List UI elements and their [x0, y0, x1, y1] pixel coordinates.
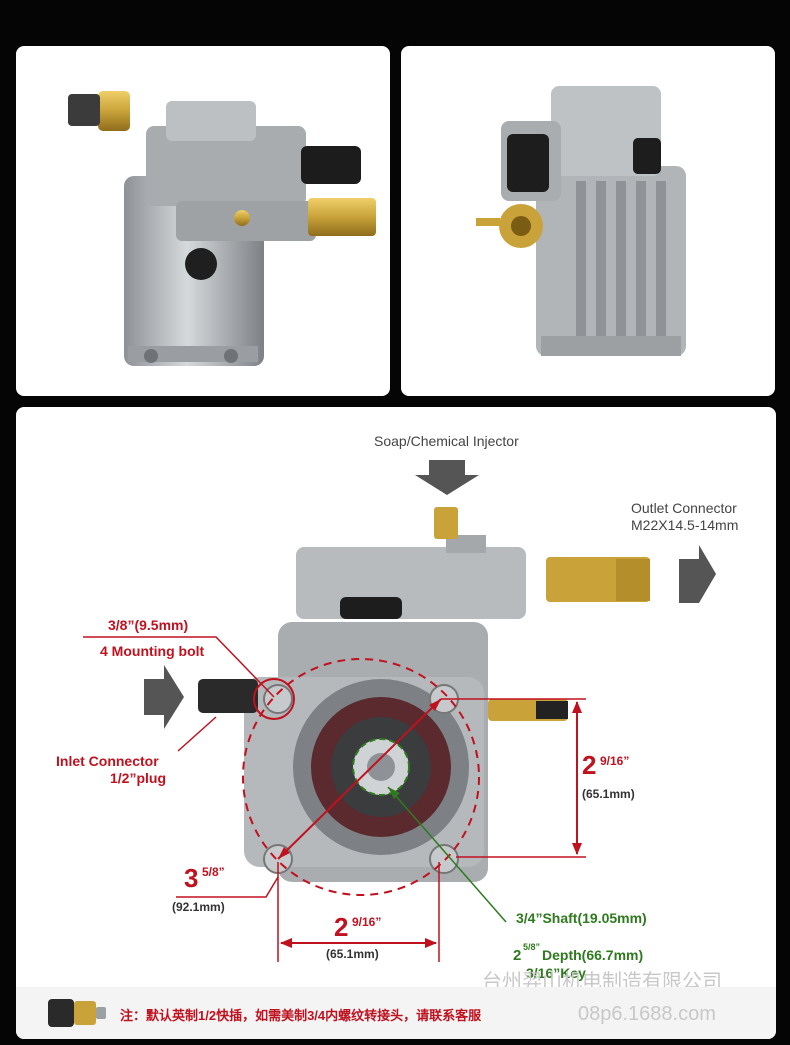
note-bar [16, 987, 776, 1039]
depth-dimension-fraction: 5/8” [523, 942, 541, 952]
height-dimension-mm: (65.1mm) [582, 787, 635, 801]
pump-photo-rear [401, 46, 775, 396]
key-label: 3/16”Key [526, 965, 586, 981]
bolt-size-label: 3/8”(9.5mm) [108, 617, 189, 633]
outlet-connector-title: Outlet Connector [631, 500, 737, 516]
height-dimension-fraction: 9/16” [600, 754, 630, 768]
diagonal-dimension-fraction: 5/8” [202, 865, 225, 879]
inlet-arrow-icon [144, 665, 184, 729]
outlet-arrow-icon [679, 545, 716, 603]
outlet-connector-size: M22X14.5-14mm [631, 517, 739, 533]
depth-dimension-whole: 2 [513, 947, 522, 964]
width-dimension-fraction: 9/16” [352, 915, 382, 929]
diagonal-dimension-whole: 3 [184, 863, 199, 893]
pump-front-illustration [83, 460, 716, 962]
pump-rear-illustration [476, 86, 686, 356]
soap-injector-label: Soap/Chemical Injector [374, 433, 519, 449]
width-dimension-mm: (65.1mm) [326, 947, 379, 961]
height-dimension-whole: 2 [582, 750, 597, 780]
inlet-connector-title: Inlet Connector [56, 753, 159, 769]
pump-photo-side [16, 46, 390, 396]
diagonal-dimension-mm: (92.1mm) [172, 900, 225, 914]
inlet-connector-size: 1/2”plug [110, 770, 167, 786]
width-dimension-whole: 2 [334, 912, 349, 942]
url-watermark: 08p6.1688.com [578, 1003, 716, 1025]
quick-connector-icon [48, 999, 106, 1027]
mounting-bolt-label: 4 Mounting bolt [100, 643, 205, 659]
shaft-label: 3/4”Shaft(19.05mm) [516, 910, 647, 926]
dimension-diagram: Soap/Chemical Injector Outlet Connector … [16, 407, 776, 1039]
adapter-note: 注：默认英制1/2快插，如需美制3/4内螺纹转接头，请联系客服 [120, 1008, 482, 1023]
soap-arrow-icon [415, 460, 479, 495]
depth-label: Depth(66.7mm) [542, 947, 644, 963]
pump-side-illustration [68, 91, 376, 366]
